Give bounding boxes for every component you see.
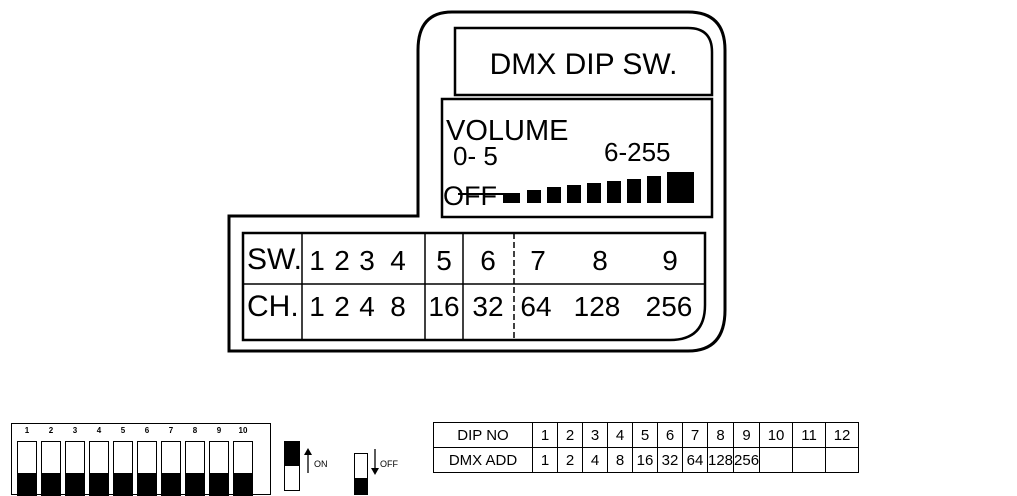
dmx-address-table: DIP NO 1 2 3 4 5 6 7 8 9 10 11 12 DMX AD… — [433, 422, 860, 473]
dmx-add-cell: 256 — [733, 447, 761, 473]
dip-no-cell: 12 — [825, 422, 860, 448]
table-row: DIP NO 1 2 3 4 5 6 7 8 9 10 11 12 — [433, 422, 860, 448]
dip-number: 9 — [216, 426, 222, 435]
channel-value: 1 — [309, 291, 325, 322]
dmx-panel-outline — [227, 10, 727, 353]
dip-number: 4 — [96, 426, 102, 435]
dip-number: 5 — [120, 426, 126, 435]
dip-toggle-2[interactable] — [41, 441, 61, 496]
dip-no-cell: 3 — [582, 422, 608, 448]
dmx-add-cell: 32 — [657, 447, 683, 473]
dip-toggle-7[interactable] — [161, 441, 181, 496]
dip-toggle-8[interactable] — [185, 441, 205, 496]
dmx-add-cell: 1 — [532, 447, 558, 473]
channel-value: 4 — [359, 291, 375, 322]
channel-value: 256 — [645, 291, 693, 322]
table-row: DMX ADD 1 2 4 8 16 32 64 128 256 — [433, 447, 860, 473]
sw-header: SW. — [247, 243, 303, 276]
arrow-down-icon — [371, 449, 379, 475]
switch-number: 2 — [334, 245, 350, 276]
dip-no-cell: 7 — [682, 422, 708, 448]
off-label: OFF — [443, 181, 497, 211]
dip-number: 6 — [144, 426, 150, 435]
dip-number: 7 — [168, 426, 174, 435]
switch-number: 4 — [390, 245, 406, 276]
dip-no-cell: 8 — [706, 422, 735, 448]
volume-range-low: 0- 5 — [453, 141, 498, 171]
dip-number: 1 — [24, 426, 30, 435]
dip-number: 2 — [48, 426, 54, 435]
switch-number: 9 — [662, 245, 678, 276]
dmx-add-cell: 128 — [706, 447, 735, 473]
channel-value: 128 — [573, 291, 621, 322]
switch-number: 1 — [309, 245, 325, 276]
dmx-add-cell — [825, 447, 860, 473]
dip-no-cell: 4 — [607, 422, 633, 448]
dip-toggle-5[interactable] — [113, 441, 133, 496]
dip-no-cell: 6 — [657, 422, 683, 448]
dmx-add-cell — [792, 447, 827, 473]
dip-no-header: DIP NO — [433, 422, 533, 448]
arrow-up-icon — [304, 448, 312, 473]
switch-number: 7 — [530, 245, 546, 276]
dip-no-cell: 5 — [632, 422, 658, 448]
dip-toggle-9[interactable] — [209, 441, 229, 496]
dip-toggle-4[interactable] — [89, 441, 109, 496]
channel-value: 8 — [390, 291, 406, 322]
dmx-add-cell: 8 — [607, 447, 633, 473]
switch-number: 6 — [480, 245, 496, 276]
switch-number: 3 — [359, 245, 375, 276]
dip-no-cell: 2 — [557, 422, 583, 448]
channel-value: 2 — [334, 291, 350, 322]
volume-label: VOLUME — [446, 115, 569, 147]
panel-title: DMX DIP SW. — [489, 48, 678, 81]
ch-header: CH. — [247, 290, 299, 323]
legend-off-label: OFF — [380, 459, 398, 469]
legend-on-switch — [284, 441, 300, 491]
channel-value: 32 — [472, 291, 504, 322]
dmx-add-header: DMX ADD — [433, 447, 533, 473]
dip-toggle-1[interactable] — [17, 441, 37, 496]
dip-number: 3 — [72, 426, 78, 435]
dip-number: 8 — [192, 426, 198, 435]
dmx-add-cell: 2 — [557, 447, 583, 473]
dmx-add-cell: 64 — [682, 447, 708, 473]
dip-switch-block: 1 2 3 4 5 6 7 8 9 10 — [11, 423, 271, 496]
switch-number: 5 — [436, 245, 452, 276]
dip-no-cell: 10 — [759, 422, 794, 448]
volume-range-high: 6-255 — [604, 137, 671, 167]
dmx-add-cell: 4 — [582, 447, 608, 473]
channel-value: 64 — [520, 291, 552, 322]
legend-on-label: ON — [314, 459, 328, 469]
dip-toggle-3[interactable] — [65, 441, 85, 496]
dip-no-cell: 11 — [792, 422, 827, 448]
dip-toggle-10[interactable] — [233, 441, 253, 496]
legend-off-switch — [354, 453, 368, 495]
dip-no-cell: 1 — [532, 422, 558, 448]
dmx-add-cell — [759, 447, 794, 473]
dmx-add-cell: 16 — [632, 447, 658, 473]
channel-value: 16 — [428, 291, 460, 322]
dip-no-cell: 9 — [733, 422, 761, 448]
dip-number: 10 — [238, 426, 248, 435]
dip-toggle-6[interactable] — [137, 441, 157, 496]
switch-number: 8 — [592, 245, 608, 276]
